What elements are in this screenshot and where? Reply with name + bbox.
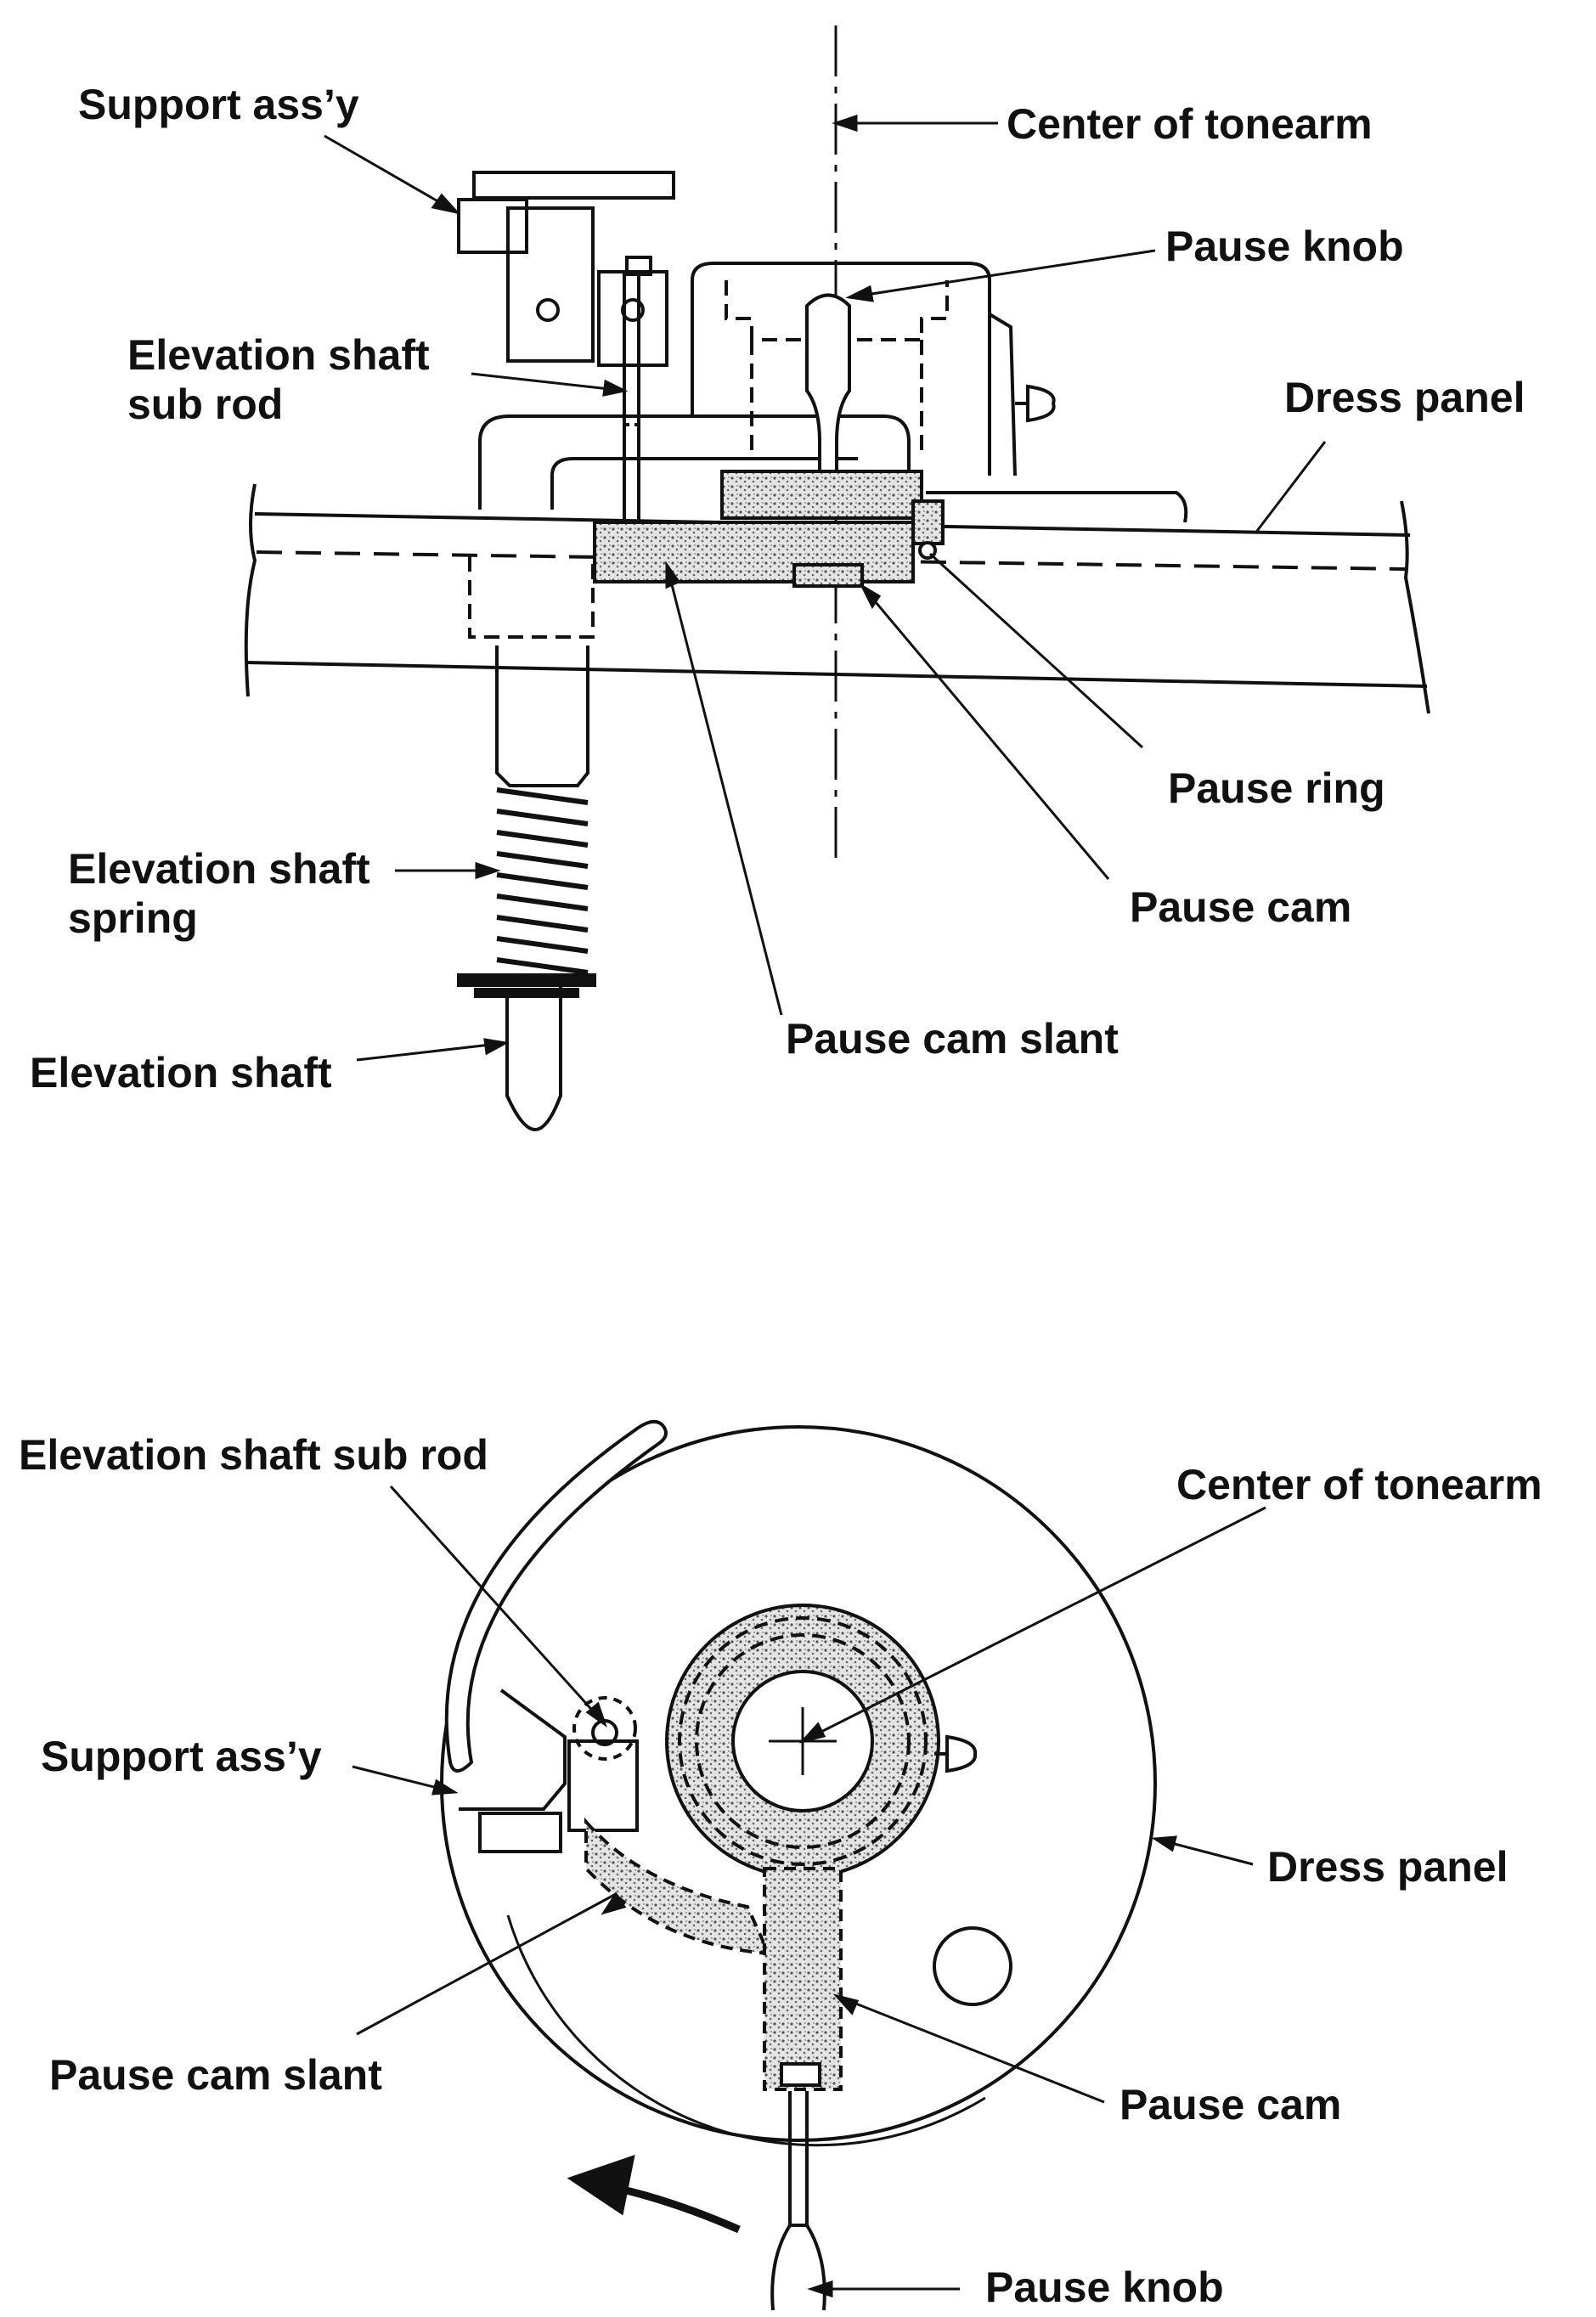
elevation-shaft-spring-coils [496, 787, 589, 975]
label-top-center-of-tonearm: Center of tonearm [1176, 1461, 1542, 1508]
label-side-pause-cam: Pause cam [1130, 883, 1352, 931]
label-top-elevation-shaft-sub-rod: Elevation shaft sub rod [19, 1431, 488, 1479]
label-side-pause-cam-slant: Pause cam slant [786, 1015, 1119, 1063]
label-side-elevation-shaft: Elevation shaft [30, 1049, 332, 1096]
elevation-shaft-sub-rod-top [572, 1696, 637, 1761]
support-assy-side [457, 171, 911, 510]
top-view-drawing [352, 1419, 1266, 2311]
label-side-dress-panel: Dress panel [1284, 374, 1526, 421]
pause-knob-top [770, 2091, 826, 2311]
label-side-elevation-shaft-sub-rod-line2: sub rod [127, 380, 284, 428]
side-view-leaders [324, 114, 1327, 1062]
label-side-elevation-shaft-spring: Elevation shaft spring [68, 845, 370, 943]
label-top-pause-knob: Pause knob [985, 2263, 1224, 2311]
pause-knob-side [805, 293, 851, 486]
label-top-pause-cam-slant: Pause cam slant [49, 2051, 382, 2099]
label-side-support-assy: Support ass’y [78, 81, 359, 128]
elevation-shaft-side [457, 556, 596, 1132]
panel-hole-top [933, 1926, 1012, 2006]
label-side-elevation-shaft-spring-line1: Elevation shaft [68, 845, 370, 893]
side-view-drawing [244, 25, 1430, 1132]
pause-cam-side [593, 470, 945, 588]
label-side-elevation-shaft-spring-line2: spring [68, 894, 198, 942]
pause-cam-top [763, 1867, 843, 2091]
label-side-pause-ring: Pause ring [1168, 764, 1385, 812]
label-side-elevation-shaft-sub-rod-line1: Elevation shaft [127, 331, 430, 379]
label-top-dress-panel: Dress panel [1267, 1843, 1509, 1891]
rotation-arrow-icon [567, 2154, 741, 2234]
label-side-elevation-shaft-sub-rod: Elevation shaft sub rod [127, 331, 430, 429]
label-top-pause-cam: Pause cam [1119, 2081, 1342, 2128]
top-view-leaders [352, 1485, 1266, 2298]
label-side-center-of-tonearm: Center of tonearm [1007, 100, 1373, 148]
support-assy-top [444, 1419, 668, 1853]
label-top-support-assy: Support ass’y [41, 1733, 322, 1780]
elevation-shaft-sub-rod-side [623, 272, 640, 535]
tonearm-base-top [665, 1604, 978, 1879]
label-side-pause-knob: Pause knob [1165, 223, 1404, 270]
